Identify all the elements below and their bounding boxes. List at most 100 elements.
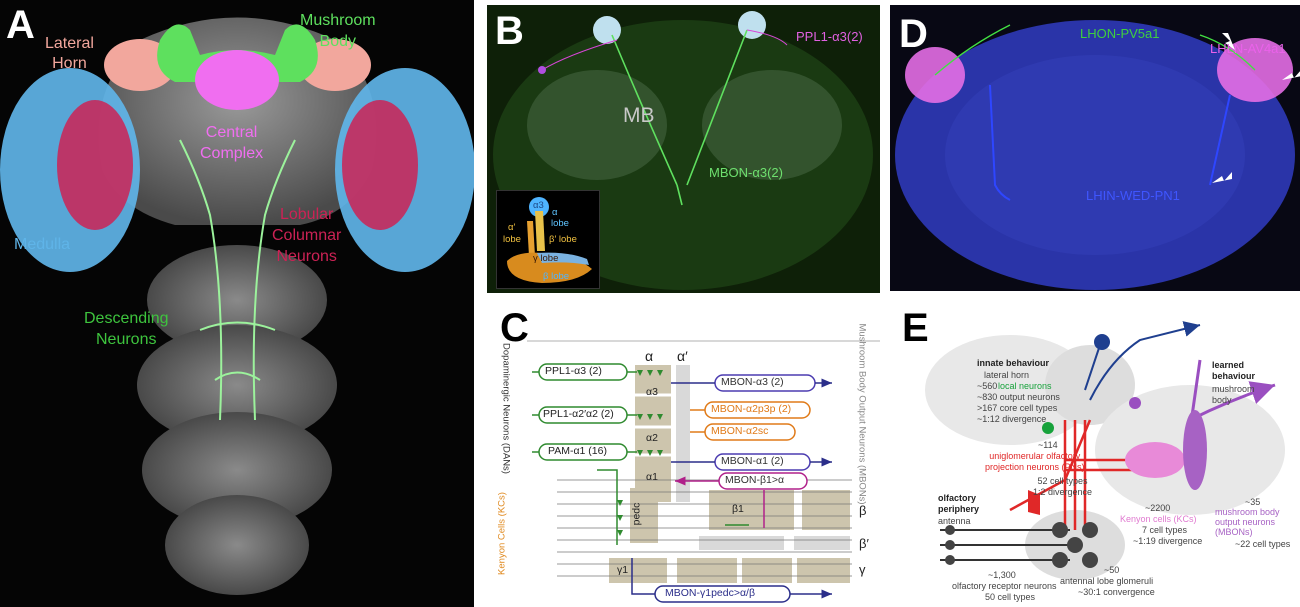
mb-label: MB [623, 104, 655, 127]
panel-b: B PPL1-α3(2) MB MBON-α3(2) α3 α lobe α′ … [487, 5, 880, 293]
lobula-left [57, 100, 133, 230]
panel-c: C α α′ Dopaminergic Neurons (DANs) Mushr… [487, 300, 880, 607]
pn-line2: 1:2 divergence [1033, 487, 1093, 497]
learned-title-line2: behaviour [1212, 371, 1256, 381]
inset-alpha-prime-lobe: lobe [503, 234, 521, 245]
mbon-e-name-line3: (MBONs) [1215, 527, 1253, 537]
olf-title: olfactory periphery [938, 493, 979, 515]
lobula-right [342, 100, 418, 230]
mbon-g1pedc: MBON-γ1pedc>α/β [665, 587, 756, 599]
dan-ppl1-a2: PPL1-α2′α2 (2) [543, 408, 614, 420]
kc-line2: ~1:19 divergence [1133, 536, 1203, 546]
lobular-label-line3: Neurons [276, 248, 337, 265]
inset-alpha-lobe: lobe [551, 218, 569, 229]
kc-count: ~2200 [1145, 503, 1171, 513]
kc-line1: 7 cell types [1142, 525, 1188, 535]
lateral-horn-label-line1: Lateral [45, 35, 94, 52]
glom-name: antennal lobe glomeruli [1060, 576, 1154, 586]
panel-d-image [895, 20, 1300, 290]
pn-name: uniglomerular olfactory projection neuro… [985, 451, 1085, 473]
dan-side-label: Dopaminergic Neurons (DANs) [500, 343, 512, 474]
mbon-e-types: ~22 cell types [1235, 539, 1291, 549]
lobe-beta: β [859, 503, 867, 518]
comp-b1: β1 [732, 503, 744, 515]
olf-title-line1: olfactory [938, 493, 977, 503]
lhln-label: LHLN-AV4a1 [1210, 41, 1286, 56]
vnc-upper [147, 245, 327, 355]
lateral-horn-label: Lateral Horn [45, 34, 94, 74]
central-complex-label-line1: Central [205, 124, 258, 141]
learned-title-line1: learned [1212, 360, 1245, 370]
descending-label: Descending Neurons [84, 308, 169, 350]
comp-a1: α1 [646, 471, 658, 483]
mbon-e-name-line2: output neurons [1215, 517, 1276, 527]
panel-d: D LHON-PV5a1 LHLN-AV4a1 LHIN-WED-PN1 [890, 5, 1300, 291]
olf-types: 50 cell types [985, 592, 1036, 602]
vnc-mid [137, 325, 337, 445]
innate-title: innate behaviour [977, 358, 1050, 368]
kc-name: Kenyon cells (KCs) [1120, 514, 1197, 524]
central-complex-label: Central Complex [200, 122, 263, 164]
panel-e: E innate behaviour lateral horn ~560 loc… [890, 300, 1300, 607]
mbon-a1: MBON-α1 (2) [721, 455, 784, 467]
learned-sub: mushroom body [1212, 384, 1255, 406]
panel-a: A Lateral Horn Mushroom Body Central Com… [0, 0, 474, 607]
panel-a-image [0, 17, 474, 595]
olf-name: olfactory receptor neurons [952, 581, 1057, 591]
innate-line4: >167 core cell types [977, 403, 1058, 413]
comp-pedc: pedc [630, 502, 643, 526]
mbon-e-name: mushroom body output neurons (MBONs) [1215, 507, 1280, 537]
lateral-horn-label-line2: Horn [52, 55, 87, 72]
panel-e-letter: E [902, 306, 929, 350]
inset-beta: β lobe [543, 271, 570, 282]
lobe-beta-prime: β′ [859, 536, 869, 551]
mbon-side-label: Mushroom Body Output Neurons (MBONs) [856, 323, 868, 505]
olf-count: ~1,300 [988, 570, 1016, 580]
lobe-inset-image [507, 197, 592, 283]
central-complex-label-line2: Complex [200, 145, 264, 162]
medulla-label: Medulla [14, 236, 71, 253]
learned-title: learned behaviour [1212, 360, 1255, 382]
descending-label-line1: Descending [84, 310, 169, 327]
panel-a-letter: A [6, 3, 35, 47]
mushroom-body-label-line1: Mushroom [300, 12, 376, 29]
pn-count: ~114 [1038, 440, 1058, 450]
vnc-tail [165, 495, 309, 595]
mbon-a3: MBON-α3 (2) [721, 376, 784, 388]
col-alpha-prime: α′ [677, 348, 688, 364]
inset-gamma: γ lobe [533, 253, 559, 264]
col-alpha: α [645, 348, 654, 364]
descending-label-line2: Neurons [96, 331, 157, 348]
panel-e-diagram [925, 321, 1285, 580]
panel-d-letter: D [899, 12, 928, 56]
mbon-b1a: MBON-β1>α [725, 474, 785, 486]
kc-side-label: Kenyon Cells (KCs) [496, 492, 508, 575]
mushroom-body-label: Mushroom Body [300, 10, 376, 52]
vnc-lower [142, 412, 332, 528]
innate-line1: lateral horn [984, 370, 1030, 380]
dan-ppl1-a3: PPL1-α3 (2) [545, 365, 602, 377]
ppl1-label: PPL1-α3(2) [796, 29, 863, 44]
innate-line3: ~830 output neurons [977, 392, 1060, 402]
panel-c-letter: C [500, 306, 529, 350]
innate-local: local neurons [998, 381, 1052, 391]
mbon-a2sc: MBON-α2sc [711, 425, 769, 437]
innate-line5: ~1:12 divergence [977, 414, 1047, 424]
comp-g1: γ1 [617, 564, 629, 576]
lhin-label: LHIN-WED-PN1 [1086, 188, 1180, 203]
pn-name-line2: projection neurons (PNs) [985, 462, 1085, 472]
lateral-horn-blob [925, 335, 1095, 445]
glom-conv: ~30:1 convergence [1078, 587, 1155, 597]
central-complex-shape [195, 50, 279, 110]
lobular-label-line2: Columnar [272, 227, 342, 244]
pn-lines: 52 cell types 1:2 divergence [1033, 476, 1092, 498]
inset-alpha: α [552, 207, 558, 218]
inset-beta-prime: β′ lobe [549, 234, 577, 245]
mushroom-body-label-line2: Body [319, 33, 357, 50]
mbon-a2p3p: MBON-α2p3p (2) [711, 403, 792, 415]
lobe-inset: α3 α lobe α′ lobe β′ lobe γ lobe β lobe [496, 190, 600, 289]
olf-title-line2: periphery [938, 504, 980, 514]
innate-count: ~560 [977, 381, 998, 391]
lhon-label: LHON-PV5a1 [1080, 26, 1160, 41]
